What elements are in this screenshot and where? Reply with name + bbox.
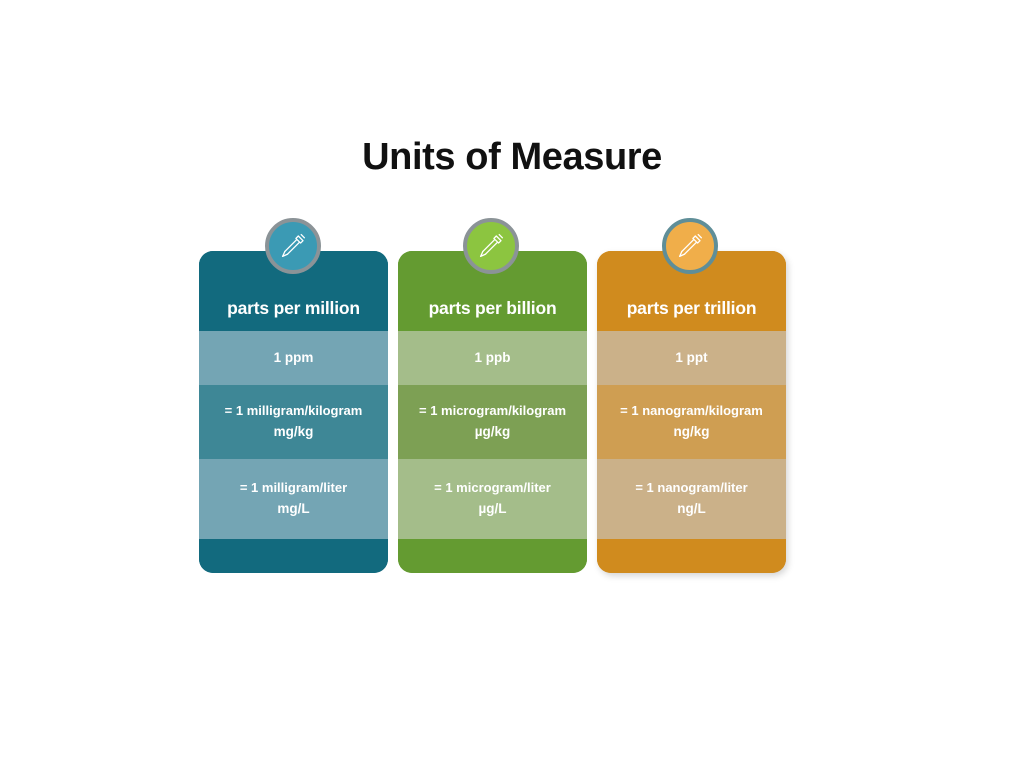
card-title-ppb: parts per billion (428, 297, 557, 318)
volume-symbol-ppt: ng/L (677, 500, 706, 516)
mass-ratio-ppm: = 1 milligram/kilogram (224, 403, 363, 419)
mass-ratio-ppt: = 1 nanogram/kilogram (620, 403, 763, 419)
unit-card-parts-per-billion: parts per billion 1 ppb = 1 microgram/ki… (398, 251, 587, 573)
card-title-ppt: parts per trillion (626, 297, 757, 318)
dropper-icon (474, 229, 508, 263)
card-footer-ppt (597, 539, 786, 573)
dropper-icon (276, 229, 310, 263)
card-header-ppt: parts per trillion (597, 251, 786, 331)
unit-value-ppm: 1 ppm (273, 349, 314, 365)
dropper-icon (673, 229, 707, 263)
mass-symbol-ppt: ng/kg (673, 423, 710, 439)
page-title: Units of Measure (362, 136, 662, 178)
mass-ratio-row-ppm: = 1 milligram/kilogram mg/kg (199, 385, 388, 459)
unit-value-ppb: 1 ppb (474, 349, 511, 365)
volume-ratio-ppb: = 1 microgram/liter (434, 480, 551, 496)
dropper-icon-badge-ppb (463, 218, 519, 274)
volume-ratio-ppt: = 1 nanogram/liter (635, 480, 748, 496)
dropper-icon-badge-ppt (662, 218, 718, 274)
volume-ratio-row-ppb: = 1 microgram/liter µg/L (398, 459, 587, 539)
mass-symbol-ppm: mg/kg (273, 423, 314, 439)
volume-ratio-row-ppt: = 1 nanogram/liter ng/L (597, 459, 786, 539)
mass-ratio-ppb: = 1 microgram/kilogram (418, 403, 567, 419)
card-title-ppm: parts per million (227, 297, 360, 318)
unit-row-ppt: 1 ppt (597, 331, 786, 385)
volume-ratio-row-ppm: = 1 milligram/liter mg/L (199, 459, 388, 539)
unit-row-ppb: 1 ppb (398, 331, 587, 385)
mass-ratio-row-ppb: = 1 microgram/kilogram µg/kg (398, 385, 587, 459)
unit-card-parts-per-million: parts per million 1 ppm = 1 milligram/ki… (199, 251, 388, 573)
unit-cards-row: parts per million 1 ppm = 1 milligram/ki… (199, 251, 786, 573)
unit-card-parts-per-trillion: parts per trillion 1 ppt = 1 nanogram/ki… (597, 251, 786, 573)
card-footer-ppm (199, 539, 388, 573)
volume-ratio-ppm: = 1 milligram/liter (239, 480, 348, 496)
card-footer-ppb (398, 539, 587, 573)
volume-symbol-ppb: µg/L (478, 500, 507, 516)
mass-ratio-row-ppt: = 1 nanogram/kilogram ng/kg (597, 385, 786, 459)
unit-row-ppm: 1 ppm (199, 331, 388, 385)
volume-symbol-ppm: mg/L (277, 500, 310, 516)
unit-value-ppt: 1 ppt (675, 349, 708, 365)
dropper-icon-badge-ppm (265, 218, 321, 274)
mass-symbol-ppb: µg/kg (474, 423, 511, 439)
